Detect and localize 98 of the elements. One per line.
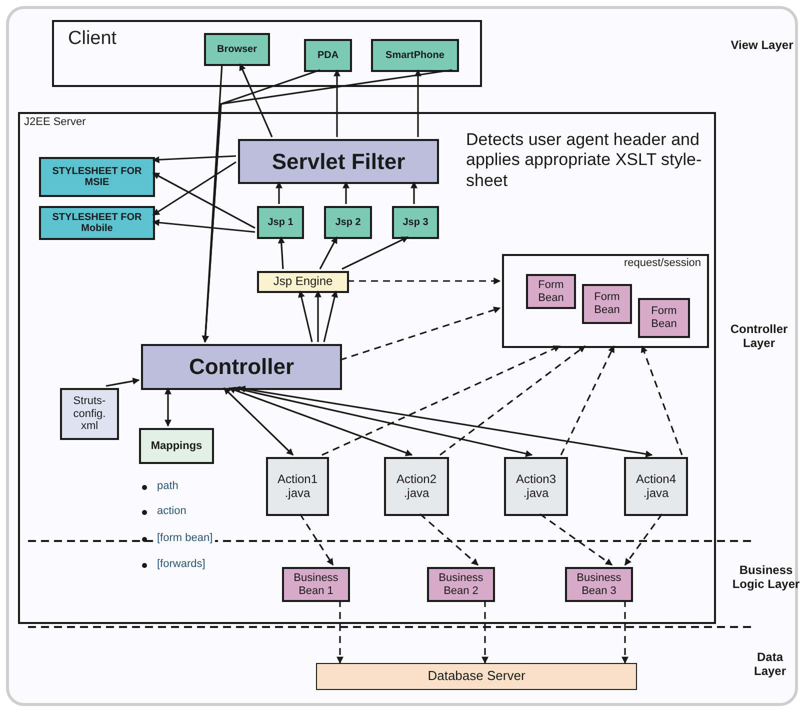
component-box (141, 344, 342, 390)
node-label: Action2 .java (395, 472, 438, 500)
config-box (60, 388, 119, 440)
arrow (278, 236, 285, 270)
node-label: Jsp 1 (266, 216, 294, 228)
node-label: Servlet Filter (270, 148, 406, 174)
database-box (316, 663, 637, 690)
arrow (106, 378, 140, 387)
node-label: Action3 .java (514, 472, 558, 500)
annotation-text: Business Logic Layer (731, 563, 801, 592)
node-label: Form Bean (650, 305, 678, 331)
bean-box (565, 567, 633, 602)
list-item: [forwards] (155, 558, 208, 572)
node-label: Browser (216, 44, 258, 56)
annotation-text: View Layer (730, 38, 794, 52)
process-box (304, 39, 352, 72)
node-label: Jsp Engine (272, 275, 334, 289)
arrow (152, 219, 256, 233)
node-label: Jsp 2 (334, 216, 362, 228)
bean-box (282, 567, 350, 602)
dashed-arrow (419, 513, 479, 566)
action-box (624, 457, 688, 516)
dashed-arrow (540, 513, 613, 566)
group-frame (52, 20, 482, 87)
group-title: request/session (624, 257, 701, 269)
bean-box (427, 567, 495, 602)
arrow (202, 69, 452, 343)
arrow (239, 63, 273, 138)
arrow (342, 236, 409, 270)
arrow (228, 386, 413, 456)
dashed-arrow (347, 278, 501, 284)
bean-box (526, 274, 576, 309)
node-label: Business Bean 1 (292, 572, 340, 598)
arrow (152, 172, 256, 229)
group-frame (502, 254, 709, 348)
arrow (223, 387, 294, 456)
node-label: Action1 .java (276, 472, 319, 500)
action-box (384, 457, 449, 516)
node-label: Struts- config. xml (72, 395, 107, 433)
arrow (298, 290, 313, 342)
arrow (233, 386, 533, 458)
dashed-arrow (622, 600, 628, 664)
list-item: [form bean] (155, 532, 215, 546)
node-label: Jsp 3 (402, 216, 430, 228)
dashed-arrow (440, 345, 586, 456)
dashed-arrow (336, 600, 344, 664)
node-label: Controller (188, 354, 296, 380)
annotation-text: Controller Layer (729, 322, 789, 351)
process-box (257, 206, 304, 239)
process-box (204, 33, 270, 66)
node-label: Business Bean 2 (438, 572, 484, 598)
node-label: STYLESHEET FOR Mobile (51, 212, 143, 234)
engine-box (257, 271, 349, 293)
stylesheet-box (39, 157, 155, 197)
node-label: STYLESHEET FOR MSIE (51, 166, 143, 188)
node-label: Business Bean 3 (576, 572, 622, 598)
arrow (414, 69, 422, 137)
dashed-arrow (322, 345, 561, 456)
process-box (392, 206, 439, 239)
dashed-arrow (299, 514, 334, 566)
arrow (342, 181, 350, 204)
node-label: Mappings (150, 440, 204, 452)
arrow (276, 181, 282, 204)
arrow (314, 290, 322, 342)
annotation-text: Data Layer (752, 650, 788, 679)
action-box (266, 457, 329, 516)
group-title: J2EE Server (24, 116, 86, 128)
component-box (238, 139, 439, 184)
action-box (504, 457, 568, 516)
node-label: Database Server (426, 669, 526, 684)
node-label: Form Bean (537, 278, 565, 304)
process-box (371, 39, 459, 72)
arrow (319, 236, 338, 270)
group-title: Client (68, 28, 117, 50)
node-label: PDA (316, 50, 340, 62)
arrow (152, 161, 236, 216)
node-label: SmartPhone (384, 50, 446, 62)
bean-box (582, 284, 632, 324)
node-label: Action4 .java (634, 472, 678, 500)
annotation-text: Detects user agent header and applies appropriate XSLT style-sheet (466, 130, 703, 192)
arrow (323, 290, 338, 342)
dashed-arrow (640, 345, 683, 456)
mappings-box (139, 428, 214, 464)
bean-box (638, 298, 690, 338)
list-item: path (155, 480, 180, 494)
arrow (334, 69, 340, 137)
dashed-arrow (482, 600, 488, 664)
arrow (410, 181, 418, 204)
arrow (164, 387, 172, 427)
dashed-arrow (340, 306, 501, 361)
arrow (238, 386, 653, 458)
group-frame (18, 112, 716, 624)
node-label: Form Bean (593, 291, 621, 317)
stylesheet-box (39, 206, 155, 240)
arrow (152, 155, 236, 164)
dashed-arrow (624, 514, 663, 566)
dashed-arrow (560, 345, 615, 456)
process-box (324, 206, 372, 239)
